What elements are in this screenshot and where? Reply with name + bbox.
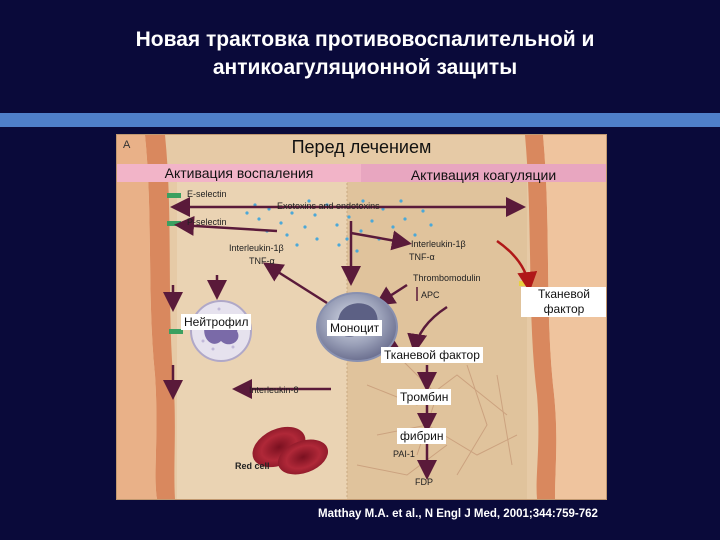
- arrow-to-il1-right: [350, 230, 412, 251]
- vessel-wall-right: [525, 135, 557, 499]
- title-divider: [0, 113, 720, 127]
- slide-title: Новая трактовка противовоспалительной и …: [135, 28, 595, 79]
- arrow-to-monocyte-2: [374, 283, 408, 306]
- p-selectin-receptor: [167, 221, 181, 226]
- inflammation-activation-label: Активация воспаления: [117, 164, 361, 182]
- red-cell-label: Red cell: [235, 461, 270, 471]
- tissue-factor-center-label: Тканевой фактор: [381, 347, 483, 363]
- tissue-factor-side-label: Тканевой фактор: [521, 287, 606, 317]
- citation: Matthay M.A. et al., N Engl J Med, 2001;…: [318, 508, 598, 520]
- toxin-particles: [245, 199, 433, 253]
- pathway-figure: A Перед лечением Активация воспаления Ак…: [116, 134, 607, 500]
- arrow-monocyte-to-il1: [262, 262, 328, 305]
- thrombomodulin-label: Thrombomodulin: [413, 273, 481, 283]
- arrow-to-p-selectin: [174, 215, 278, 236]
- pai1-label: PAI-1: [393, 449, 415, 459]
- figure-heading: Перед лечением: [291, 137, 432, 157]
- fdp-label: FDP: [415, 477, 433, 487]
- e-selectin-receptor: [167, 193, 181, 198]
- il1-left-label: Interleukin-1β: [229, 243, 284, 253]
- thrombin-label: Тромбин: [397, 389, 452, 405]
- p-selectin-label: P-selectin: [187, 217, 227, 227]
- fibrin-label: фибрин: [397, 428, 447, 444]
- coagulation-activation-label: Активация коагуляции: [361, 164, 606, 183]
- il8-label: Interleukin-8: [249, 385, 299, 395]
- e-selectin-label: E-selectin: [187, 189, 227, 199]
- toxins-label: Exotoxins and endotoxins: [277, 201, 380, 211]
- arrow-apc-to-tf: [407, 305, 448, 354]
- panel-letter: A: [123, 139, 131, 151]
- red-cells: [252, 426, 329, 475]
- tnf-right-label: TNF-α: [409, 252, 435, 262]
- apc-label: APC: [421, 290, 440, 300]
- neutrophil-receptor: [169, 329, 183, 334]
- il1-right-label: Interleukin-1β: [411, 239, 466, 249]
- arrow-to-tissue-factor: [496, 239, 538, 292]
- neutrophil-label: Нейтрофил: [181, 314, 252, 330]
- pathway-illustration: [117, 135, 606, 499]
- tnf-left-label: TNF-α: [249, 256, 275, 266]
- monocyte-label: Моноцит: [327, 320, 383, 336]
- neutrophil-cell: [190, 300, 252, 362]
